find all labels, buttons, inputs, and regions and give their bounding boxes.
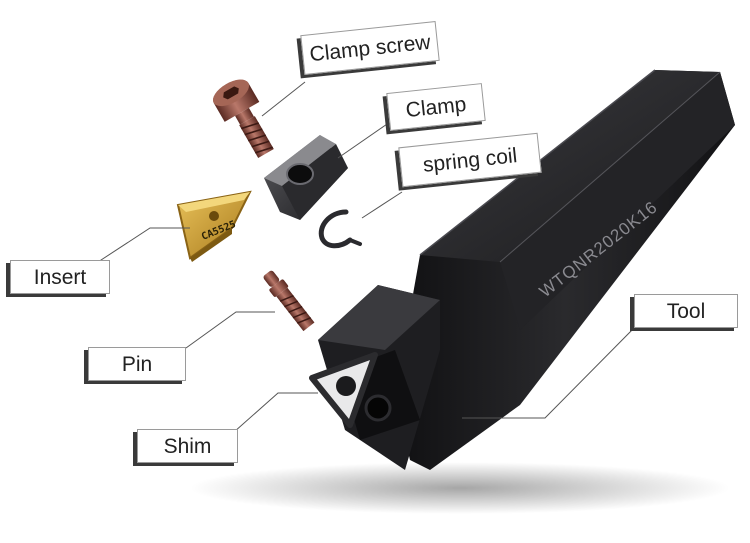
label-insert-text: Insert [33,265,87,289]
clamp-part [264,135,348,220]
tool-holder [318,69,735,470]
label-insert: Insert [10,260,110,294]
label-shim: Shim [137,429,238,463]
leader-clamp-screw [261,81,306,117]
label-tool: Tool [634,294,738,328]
clamp-screw-part [212,79,274,158]
label-tool-text: Tool [666,299,706,323]
leader-spring-coil [361,191,403,219]
label-pin-text: Pin [121,352,153,376]
label-clamp-screw-text: Clamp screw [308,30,432,66]
insert-part [176,190,252,262]
label-pin: Pin [88,347,186,381]
label-clamp-text: Clamp [404,92,468,122]
leader-insert [97,227,190,263]
pin-part [263,270,315,332]
leader-clamp [337,121,391,159]
spring-coil-part [318,209,362,249]
leader-lines [97,81,637,433]
leader-tool [462,325,637,419]
leader-pin [185,311,275,349]
shim-part [309,352,378,428]
label-spring-coil-text: spring coil [421,143,519,177]
label-shim-text: Shim [163,434,212,458]
leader-shim [233,392,318,433]
floor-shadow [190,462,730,514]
